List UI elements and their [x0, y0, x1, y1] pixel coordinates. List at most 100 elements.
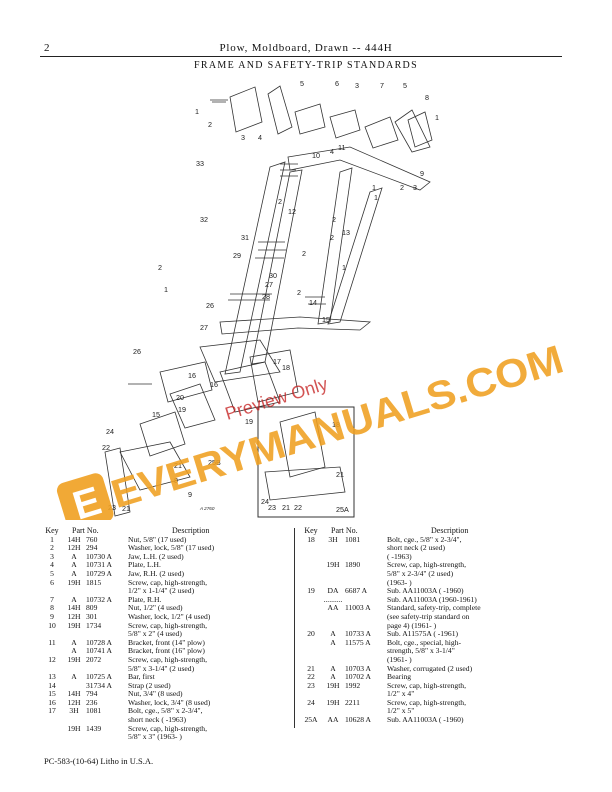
- part-description: Screw, cap, high-strength,: [387, 697, 467, 707]
- part-prefix: AA: [327, 715, 339, 725]
- part-number: 1081: [345, 534, 361, 544]
- part-description: Screw, cap, high-strength,: [128, 620, 208, 630]
- part-description: Bolt, cge., 5/8" x 2-3/4",: [128, 706, 203, 716]
- part-key: 13: [48, 672, 56, 682]
- callout-19b: 19: [178, 405, 186, 414]
- part-description: Screw, cap, high-strength,: [128, 654, 208, 664]
- callout-24b: 24: [261, 497, 269, 506]
- callout-2g: 2: [158, 263, 162, 272]
- part-key: 25A: [304, 715, 318, 725]
- part-prefix: A: [330, 637, 336, 647]
- parts-row: ..........Sub. AA11003A (1960-1961): [301, 594, 563, 605]
- part-prefix: A: [71, 560, 77, 570]
- part-number: 1439: [86, 723, 102, 733]
- parts-row: (see safety-trip standard on: [301, 612, 563, 622]
- parts-row: 1/2" x 5": [301, 707, 563, 716]
- part-prefix: 19H: [326, 560, 340, 570]
- part-prefix: 19H: [67, 577, 81, 587]
- part-key: 4: [50, 560, 54, 570]
- callout-18: 18: [282, 363, 290, 372]
- part-key: 5: [50, 568, 54, 578]
- parts-row: 5/8" x 2" (4 used): [42, 630, 290, 639]
- callout-16: 16: [188, 371, 196, 380]
- part-key: 8: [50, 603, 54, 613]
- part-key: 20: [307, 629, 315, 639]
- callout-3c: 3: [413, 183, 417, 192]
- part-prefix: A: [71, 637, 77, 647]
- part-key: 21: [307, 663, 315, 673]
- callout-2c: 2: [278, 197, 282, 206]
- header-part-right: Part No.: [331, 526, 358, 535]
- part-description: (1961- ): [387, 654, 412, 664]
- part-prefix: A: [71, 646, 77, 656]
- callout-15: 15: [322, 315, 330, 324]
- parts-row: short neck (2 used): [301, 544, 563, 553]
- part-description: Strap (2 used): [128, 680, 171, 690]
- part-key: 10: [48, 620, 56, 630]
- header-rule: [40, 56, 562, 57]
- callout-21b: 21: [122, 504, 130, 513]
- part-number: 2211: [345, 697, 360, 707]
- part-number: 10730 A: [86, 551, 112, 561]
- callout-1: 1: [195, 107, 199, 116]
- callout-27: 27: [265, 280, 273, 289]
- part-prefix: 19H: [326, 680, 340, 690]
- part-description: Plate, R.H.: [128, 594, 162, 604]
- part-description: Washer, corrugated (2 used): [387, 663, 473, 673]
- callout-26b: 26: [133, 347, 141, 356]
- parts-row: (1963- ): [301, 577, 563, 588]
- callout-23: 23: [108, 503, 116, 512]
- part-description: Bracket, front (14" plow): [128, 637, 205, 647]
- part-description: Jaw, R.H. (2 used): [128, 568, 185, 578]
- part-key: 6: [50, 577, 54, 587]
- part-description: ( -1963): [387, 551, 412, 561]
- part-description: Nut, 3/4" (8 used): [128, 689, 183, 699]
- part-number: 10628 A: [345, 715, 371, 725]
- callout-2h: 2: [297, 288, 301, 297]
- part-prefix: A: [71, 672, 77, 682]
- part-description: Standard, safety-trip, complete: [387, 603, 481, 613]
- part-number: 294: [86, 543, 98, 553]
- part-prefix: 14H: [67, 689, 81, 699]
- part-key: 15: [48, 689, 56, 699]
- part-description: Sub. AA11003A (1960-1961): [387, 594, 477, 604]
- callout-21d: 21: [282, 503, 290, 512]
- callout-1f: 1: [164, 285, 168, 294]
- part-key: 7: [50, 594, 54, 604]
- part-number: 1815: [86, 577, 102, 587]
- part-description: Washer, lock, 5/8" (17 used): [128, 543, 215, 553]
- callout-22: 22: [102, 443, 110, 452]
- callout-21c: 21: [336, 470, 344, 479]
- part-description: 1/2" x 1-1/4" (2 used): [128, 586, 195, 596]
- part-description: Sub. AA11003A ( -1960): [387, 586, 464, 596]
- part-description: 5/8" x 2-3/4" (2 used): [387, 568, 454, 578]
- part-prefix: A: [330, 672, 336, 682]
- part-description: 1/2" x 5": [387, 706, 415, 716]
- callout-5: 5: [300, 79, 304, 88]
- part-number: 760: [86, 534, 98, 544]
- parts-list-header-right: Key Part No. Description: [301, 526, 563, 536]
- part-description: (1963- ): [387, 577, 412, 587]
- part-number: 794: [86, 689, 98, 699]
- callout-1b: 1: [435, 113, 439, 122]
- callout-31: 31: [241, 233, 249, 242]
- section-title: FRAME AND SAFETY-TRIP STANDARDS: [194, 60, 418, 71]
- part-prefix: 3H: [328, 534, 338, 544]
- callout-10: 10: [312, 151, 320, 160]
- callout-4: 4: [258, 133, 262, 142]
- part-key: 23: [307, 680, 315, 690]
